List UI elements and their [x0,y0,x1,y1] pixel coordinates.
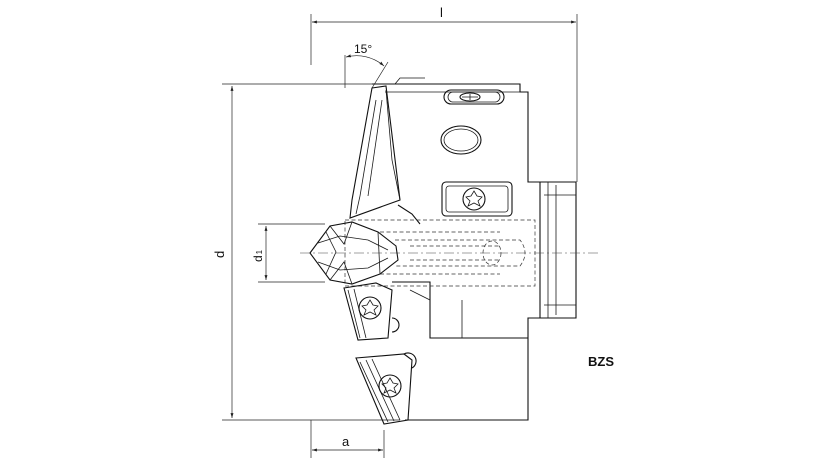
upper-screw-pocket [441,181,513,217]
length-label: l [440,5,443,20]
top-clamp-screw [443,89,505,105]
shank [540,181,577,319]
angle-label: 15° [354,42,372,56]
inner-diameter-label: d1 [251,249,265,262]
dimension-length: l [310,5,578,182]
upper-insert [349,85,401,219]
lower-insert-2 [355,352,417,425]
dimension-inner-diameter: d1 [251,223,325,283]
dimension-diameter: d [212,83,420,421]
offset-label: a [342,434,350,449]
dimension-angle: 15° [344,42,389,89]
center-drill-tip [309,221,399,285]
tool-body [372,77,541,421]
dimension-offset: a [310,420,385,458]
coolant-bore [440,125,482,155]
hidden-lines [344,219,536,287]
diameter-label: d [212,251,227,258]
lower-insert-1 [343,282,400,341]
product-code-label: BZS [588,354,614,369]
